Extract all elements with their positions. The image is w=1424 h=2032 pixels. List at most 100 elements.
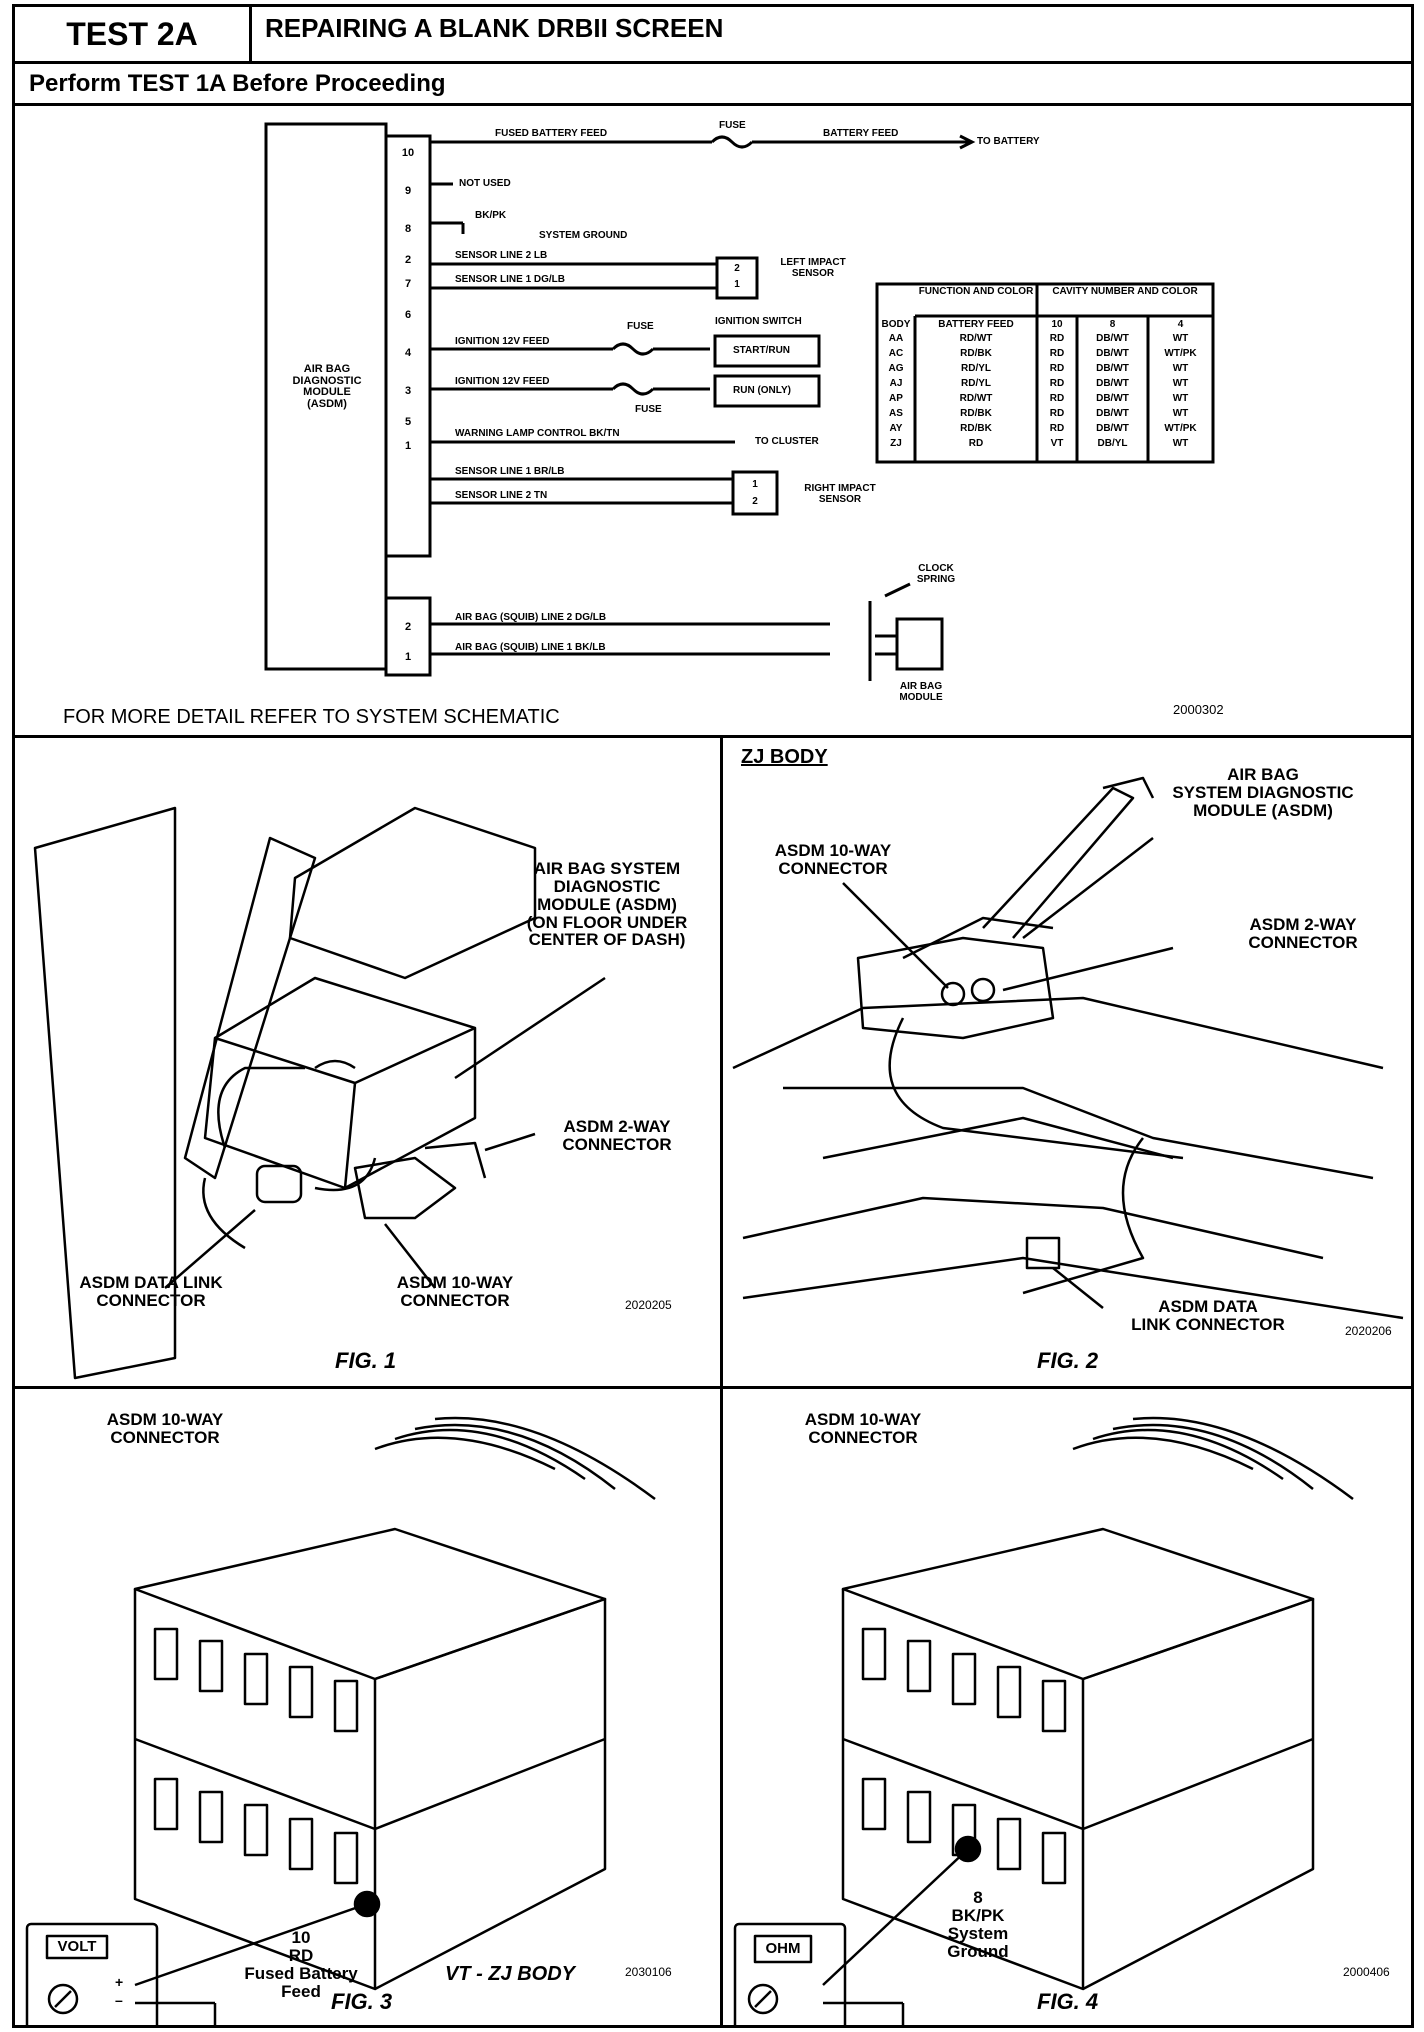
cavity-table-cell: RD/WT — [959, 333, 993, 344]
system-ground-label: SYSTEM GROUND — [539, 230, 628, 241]
cavity-table-cell: RD/WT — [959, 393, 993, 404]
run-only-label: RUN (ONLY) — [733, 385, 791, 396]
fig4-illustration — [733, 1416, 1354, 2032]
cavity-table-cell: AG — [888, 363, 904, 374]
cavity-table-cell: WT/PK — [1164, 348, 1197, 359]
fig2-body-label: ZJ BODY — [741, 746, 828, 768]
subtitle-bar: Perform TEST 1A Before Proceeding — [15, 64, 1411, 106]
cavity-table-cell: RD — [1049, 423, 1065, 434]
cavity-table-cell: RD/BK — [960, 423, 992, 434]
cavity-table-cell: RD — [1049, 363, 1065, 374]
page-title: REPAIRING A BLANK DRBII SCREEN — [265, 13, 724, 43]
cavity-table-cell: RD — [1049, 348, 1065, 359]
table-subheader-body: BODY — [881, 319, 911, 330]
fig1-caption: FIG. 1 — [335, 1348, 397, 1373]
cavity-table-cell: WT — [1172, 378, 1189, 389]
cavity-table-cell: AS — [889, 408, 903, 419]
cavity-table-cell: RD — [1049, 333, 1065, 344]
cavity-table-cell: ZJ — [890, 438, 902, 449]
cavity-table-cell: AP — [889, 393, 903, 404]
cavity-table-cell: RD/YL — [961, 378, 991, 389]
table-subheader-10: 10 — [1051, 319, 1063, 330]
table-header-cavity: CAVITY NUMBER AND COLOR — [1052, 286, 1198, 297]
cavity-table-cell: WT/PK — [1164, 423, 1197, 434]
ignition-feed-2-label: IGNITION 12V FEED — [455, 376, 550, 387]
fused-battery-feed-label: FUSED BATTERY FEED — [495, 128, 608, 139]
cavity-table-cell: RD/BK — [960, 348, 992, 359]
cavity-table-cell: AJ — [889, 378, 903, 389]
cavity-table-cell: RD — [968, 438, 984, 449]
squib-line-1-label: AIR BAG (SQUIB) LINE 1 BK/LB — [455, 642, 606, 653]
fig4-code: 2000406 — [1343, 1965, 1390, 1979]
fig1-code: 2020205 — [625, 1298, 672, 1312]
cavity-table-cell: RD — [1049, 393, 1065, 404]
to-battery-label: TO BATTERY — [977, 136, 1040, 147]
voltmeter-minus: – — [115, 1992, 123, 2008]
fig1-illustration — [33, 806, 606, 1380]
cavity-table-cell: AY — [889, 423, 903, 434]
cavity-table-cell: DB/WT — [1096, 333, 1129, 344]
header-bar: TEST 2A REPAIRING A BLANK DRBII SCREEN — [15, 7, 1411, 64]
cavity-table-cell: DB/YL — [1097, 438, 1128, 449]
ohmmeter-display: OHM — [765, 1940, 801, 1957]
cavity-table-cell: WT — [1172, 363, 1189, 374]
cavity-table-cell: DB/WT — [1096, 363, 1129, 374]
cavity-table-cell: RD — [1049, 408, 1065, 419]
cavity-table-cell: DB/WT — [1096, 393, 1129, 404]
sensor-line-2-lb-label: SENSOR LINE 2 LB — [455, 250, 548, 261]
bk-pk-label: BK/PK — [475, 210, 507, 221]
cavity-table-cell: RD — [1049, 378, 1065, 389]
fig3-illustration — [25, 1416, 656, 2032]
squib-line-2-label: AIR BAG (SQUIB) LINE 2 DG/LB — [455, 612, 607, 623]
cavity-table-cell: RD/BK — [960, 408, 992, 419]
cavity-table-cell: RD/YL — [961, 363, 991, 374]
fuse-label-1: FUSE — [719, 120, 746, 131]
cavity-table-cell: DB/WT — [1096, 408, 1129, 419]
module-label: AIR BAG DIAGNOSTIC MODULE (ASDM) — [292, 363, 362, 410]
cavity-table-cell: AC — [888, 348, 904, 359]
fig4-caption: FIG. 4 — [1037, 1989, 1099, 2014]
voltmeter-display: VOLT — [57, 1938, 97, 1955]
test-sheet: TEST 2A REPAIRING A BLANK DRBII SCREEN P… — [12, 4, 1414, 2032]
to-cluster-label: TO CLUSTER — [755, 436, 819, 447]
table-subheader-battery: BATTERY FEED — [938, 319, 1014, 330]
fig3-caption: FIG. 3 — [331, 1989, 393, 2014]
cavity-table-cell: AA — [888, 333, 904, 344]
not-used-label: NOT USED — [459, 178, 511, 189]
sensor-line-2-tn-label: SENSOR LINE 2 TN — [455, 490, 548, 501]
page-subtitle: Perform TEST 1A Before Proceeding — [29, 70, 446, 97]
battery-feed-label: BATTERY FEED — [823, 128, 899, 139]
fig3-body-note: VT - ZJ BODY — [445, 1963, 576, 1985]
warning-lamp-label: WARNING LAMP CONTROL BK/TN — [455, 428, 620, 439]
fuse-label-2: FUSE — [627, 321, 654, 332]
sensor-line-1-brlb-label: SENSOR LINE 1 BR/LB — [455, 466, 565, 477]
schematic-note: FOR MORE DETAIL REFER TO SYSTEM SCHEMATI… — [63, 706, 560, 728]
fig2-illustration — [732, 776, 1404, 1320]
table-subheader-4: 4 — [1177, 319, 1184, 330]
cavity-table-cell: DB/WT — [1096, 378, 1129, 389]
sensor-line-1-dglb-label: SENSOR LINE 1 DG/LB — [455, 274, 566, 285]
fuse-label-3: FUSE — [635, 404, 662, 415]
cavity-table-cell: VT — [1050, 438, 1064, 449]
ignition-switch-label: IGNITION SWITCH — [715, 316, 802, 327]
